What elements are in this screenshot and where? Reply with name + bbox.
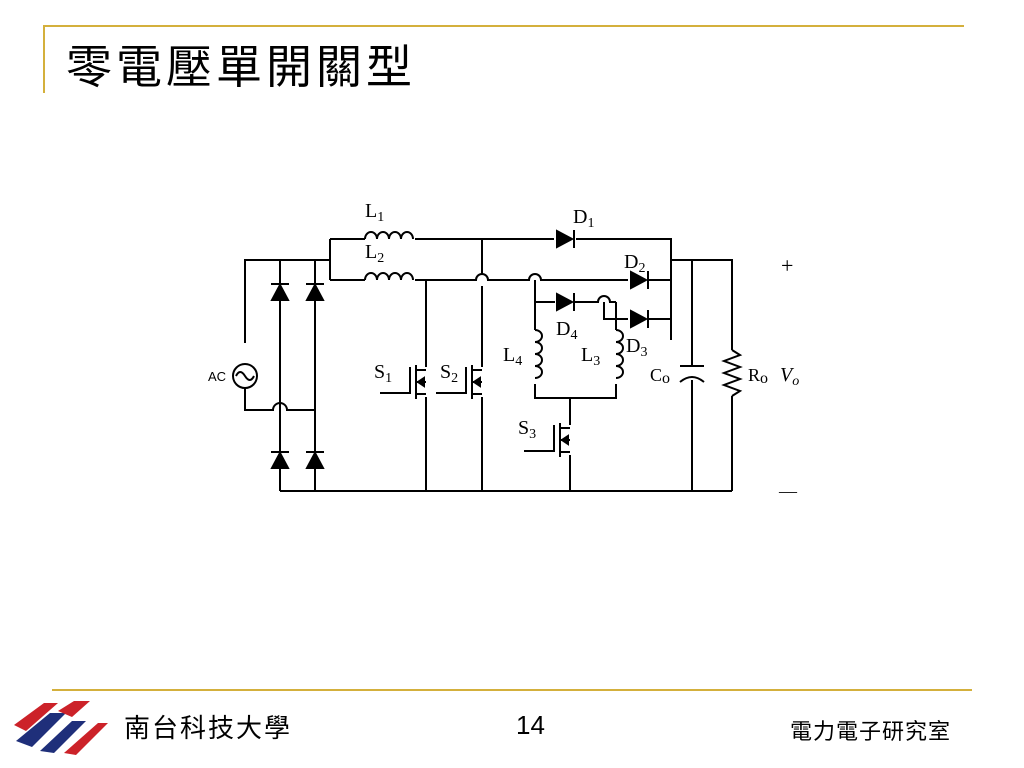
ac-label: AC — [208, 369, 226, 384]
l1-inductor — [364, 231, 414, 240]
s3-switch — [524, 423, 570, 457]
ac-wire-top — [244, 259, 280, 343]
university-logo — [14, 701, 108, 755]
bridge-diode-tr — [305, 282, 325, 301]
footer-lab: 電力電子研究室 — [790, 720, 952, 745]
resonant-left — [534, 280, 571, 425]
slide-title: 零電壓單開關型 — [66, 40, 416, 94]
minus-label: — — [778, 481, 798, 501]
s1-label: S1 — [374, 361, 392, 386]
d2-label: D2 — [624, 251, 645, 276]
footer-university: 南台科技大學 — [124, 714, 293, 744]
resonant-l3 — [570, 302, 617, 399]
ac-wire-bottom — [244, 388, 315, 411]
l1-label: L1 — [365, 200, 384, 225]
l2-label: L2 — [365, 241, 384, 266]
co-capacitor — [679, 365, 705, 383]
top-rule — [43, 25, 964, 27]
s1-switch — [380, 365, 426, 399]
l3-label: L3 — [581, 344, 600, 369]
ro-label: Ro — [748, 365, 768, 387]
d4-diode — [556, 292, 575, 312]
s2-label: S2 — [440, 361, 458, 386]
d1-diode — [556, 229, 575, 249]
d3-diode — [630, 309, 649, 329]
resonant-d4 — [535, 295, 616, 303]
l2-inductor — [364, 272, 414, 281]
d3-label: D3 — [626, 335, 647, 360]
bridge-diode-tl — [270, 282, 290, 301]
bridge-diode-br — [305, 450, 325, 469]
output-top — [671, 259, 733, 491]
bottom-rule — [52, 689, 972, 691]
plus-label: + — [781, 253, 793, 278]
page-number: 14 — [516, 710, 545, 740]
rail-l2 — [330, 273, 671, 281]
resonant-d3 — [603, 302, 671, 320]
s3-label: S3 — [518, 417, 536, 442]
d4-label: D4 — [556, 318, 577, 343]
vo-label: Vo — [780, 364, 799, 389]
rail-l1 — [329, 238, 672, 340]
d1-label: D1 — [573, 206, 594, 231]
d2-diode — [630, 270, 649, 290]
ro-resistor — [721, 349, 743, 397]
s2-switch — [436, 365, 482, 399]
ac-source-circle — [232, 363, 258, 389]
bridge-diode-bl — [270, 450, 290, 469]
l4-label: L4 — [503, 344, 522, 369]
l3-inductor — [615, 329, 624, 379]
l4-inductor — [534, 329, 543, 379]
ac-sine-wave — [235, 371, 255, 381]
co-label: Co — [650, 365, 670, 387]
left-rule — [43, 25, 45, 93]
